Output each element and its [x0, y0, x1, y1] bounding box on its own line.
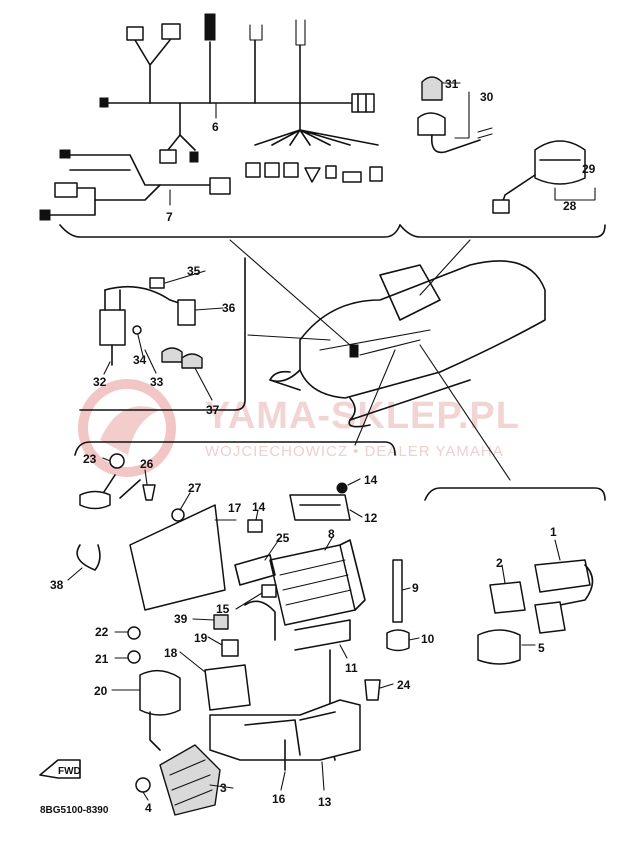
- watermark-sub-text: WOJCIECHOWICZ • DEALER YAMAHA: [205, 443, 504, 460]
- part-label-38: 38: [50, 578, 64, 592]
- part-label-15: 15: [216, 602, 230, 616]
- part-label-6: 6: [212, 120, 219, 134]
- part-label-8: 8: [328, 527, 335, 541]
- part-label-31: 31: [445, 77, 459, 91]
- harness-group-bracket: [59, 224, 401, 238]
- part-label-17: 17: [228, 501, 242, 515]
- part-label-10: 10: [421, 632, 435, 646]
- part-label-18: 18: [164, 646, 178, 660]
- part-label-14-plate: 14: [364, 473, 378, 487]
- part-number-labels: 1 2 3 4 5 6 7 8 9 10 11 12 13 14 14 15 1…: [50, 77, 596, 815]
- catalog-code: 8BG5100-8390: [40, 805, 109, 816]
- part-label-11: 11: [345, 661, 358, 675]
- part-label-27: 27: [188, 481, 202, 495]
- front-direction-label: FWD: [58, 766, 81, 777]
- leader-lines: [67, 82, 561, 801]
- ignition-coil-group: [79, 257, 246, 411]
- cdi-unit-group: [477, 559, 594, 665]
- part-label-9: 9: [412, 581, 419, 595]
- part-label-5: 5: [538, 641, 545, 655]
- part-label-39: 39: [174, 612, 188, 626]
- part-label-26: 26: [140, 457, 154, 471]
- part-label-33: 33: [150, 375, 164, 389]
- part-label-37: 37: [206, 403, 220, 417]
- part-label-2: 2: [496, 556, 503, 570]
- part-label-28: 28: [563, 199, 577, 213]
- lower-left-bracket: [74, 441, 396, 456]
- part-label-32: 32: [93, 375, 107, 389]
- part-label-30: 30: [480, 90, 494, 104]
- harness-main-plug: [351, 93, 375, 113]
- part-label-34: 34: [133, 353, 147, 367]
- snowmobile-outline: [229, 239, 546, 481]
- part-label-35: 35: [187, 264, 201, 278]
- part-label-7: 7: [166, 210, 173, 224]
- part-label-36: 36: [222, 301, 236, 315]
- watermark-logo-mark: [100, 406, 160, 455]
- part-label-29: 29: [582, 162, 596, 176]
- key-switch-group: [399, 76, 606, 238]
- part-label-3: 3: [220, 781, 227, 795]
- part-label-25: 25: [276, 531, 290, 545]
- watermark-logo-ring: [78, 379, 176, 477]
- part-label-19: 19: [194, 631, 208, 645]
- part-label-4: 4: [145, 801, 152, 815]
- switch-group-bracket: [399, 224, 606, 238]
- part-label-16: 16: [272, 792, 286, 806]
- part-label-13: 13: [318, 795, 332, 809]
- part-label-14-box: 14: [252, 500, 266, 514]
- part-label-1: 1: [550, 525, 557, 539]
- electrical-box-assembly: [76, 453, 410, 816]
- wire-harness-group: [39, 13, 401, 238]
- lower-right-bracket: [424, 487, 606, 501]
- part-label-20: 20: [94, 684, 108, 698]
- part-label-12: 12: [364, 511, 378, 525]
- harness-end-connector: [99, 97, 109, 108]
- part-label-23: 23: [83, 452, 97, 466]
- part-label-21: 21: [95, 652, 109, 666]
- part-label-22: 22: [95, 625, 109, 639]
- front-direction-arrow: FWD: [39, 759, 81, 779]
- part-label-24: 24: [397, 678, 411, 692]
